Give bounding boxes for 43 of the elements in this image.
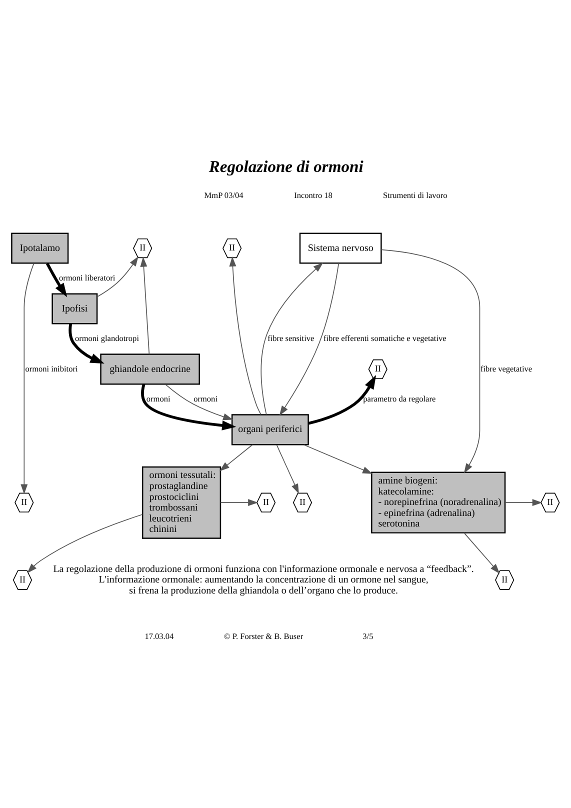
label: 17.03.04: [144, 632, 174, 641]
arrow: [279, 262, 340, 416]
node-box: Ipotalamo: [11, 232, 69, 264]
arrow: [464, 532, 500, 574]
arrow: [220, 499, 258, 506]
node-box: Ipofisi: [52, 293, 98, 324]
arrow: [141, 384, 236, 430]
edge-label: fibre sensitive: [268, 334, 314, 344]
edge-label: ormoni inibitori: [25, 364, 78, 374]
node-box: Sistema nervoso: [299, 232, 382, 264]
arrow: [308, 374, 376, 425]
edge-label: ormoni: [194, 394, 218, 404]
edge-label: fibre vegetative: [480, 364, 532, 374]
label: Incontro 18: [294, 191, 332, 200]
arrow: [229, 256, 262, 415]
edge-label: ormoni: [146, 394, 170, 404]
arrow: [303, 444, 373, 474]
edge-label: fibre efferenti somatiche e vegetative: [323, 334, 446, 344]
label: Strumenti di lavoro: [383, 191, 448, 200]
arrow: [96, 256, 138, 298]
node-box: organi periferici: [231, 414, 309, 446]
label: La regolazione della produzione di ormoni funziona con l'informazione ormonale e nervosa a “feedback”. L'informazione ormonale: aumentando la concentrazione di un ormone nel sangue, si frena la produzione della ghiandola o dell’organo che lo produce.: [53, 564, 474, 596]
node-box: ghiandole endocrine: [100, 354, 200, 385]
diagram-title: Regolazione di ormoni: [208, 157, 364, 176]
arrow: [220, 444, 253, 472]
label: © P. Forster & B. Buser: [224, 632, 304, 641]
arrow: [504, 499, 542, 506]
arrow: [260, 262, 324, 415]
arrow: [27, 514, 143, 574]
node-box: ormoni tessutali: prostaglandine prostociclini trombossani leucotrieni chinini: [142, 466, 222, 539]
arrow: [20, 262, 34, 494]
arrow: [140, 256, 150, 355]
edge-label: ormoni glandotropi: [74, 334, 140, 344]
label: MmP 03/04: [204, 191, 244, 200]
arrow: [46, 262, 68, 298]
arrow: [165, 384, 234, 420]
edge-label: parametro da regolare: [363, 394, 436, 404]
arrow: [68, 324, 104, 364]
node-box: amine biogeni: katecolamine: - norepinefrina (noradrenalina) - epinefrina (adrenalina) serotonina: [371, 472, 506, 534]
label: 3/5: [362, 632, 374, 641]
edge-label: ormoni liberatori: [58, 274, 116, 283]
arrow: [276, 444, 299, 494]
arrow: [380, 249, 480, 474]
